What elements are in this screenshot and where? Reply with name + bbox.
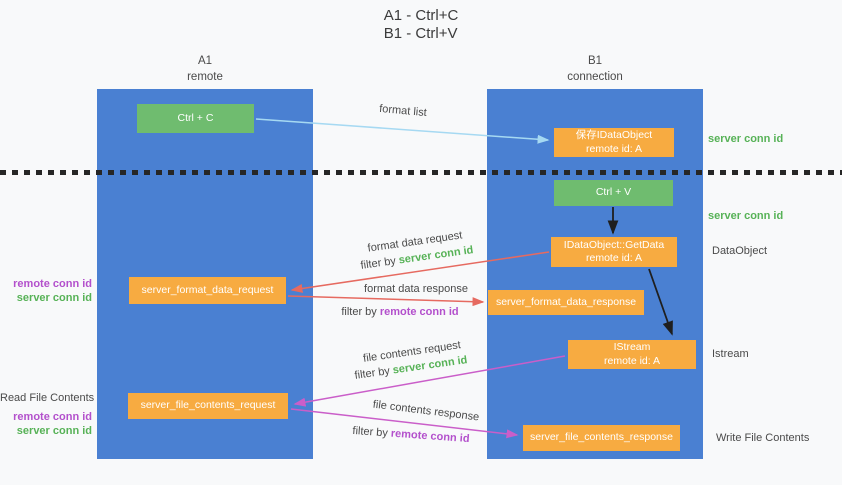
- label-write-file-contents: Write File Contents: [716, 432, 810, 444]
- node-server-format-data-request: server_format_data_request: [129, 277, 286, 304]
- lane-a1-role: remote: [187, 70, 223, 83]
- label-format-data-response: format data response: [364, 283, 468, 295]
- divider-dotted-line: [0, 170, 842, 175]
- label-dataobject: DataObject: [712, 245, 768, 257]
- diagram-title: A1 - Ctrl+C B1 - Ctrl+V: [0, 7, 842, 44]
- lane-b1-role: connection: [567, 70, 623, 83]
- label-read-file-contents: Read File Contents: [0, 392, 95, 404]
- node-ctrl-c: Ctrl + C: [137, 104, 254, 133]
- lane-header-b1: B1 connection: [487, 54, 703, 85]
- title-line-1: A1 - Ctrl+C: [383, 7, 459, 24]
- lane-a1-name: A1: [197, 55, 213, 67]
- lane-b1-name: B1: [587, 55, 603, 67]
- label-format-list: format list: [378, 102, 428, 120]
- node-idataobject-getdata: IDataObject::GetData remote id: A: [551, 237, 677, 267]
- node-ctrl-v: Ctrl + V: [554, 180, 673, 206]
- arrow-format-data-response: [287, 295, 485, 307]
- label-server-conn-id-left-2: server conn id: [16, 425, 92, 437]
- label-server-conn-id-mid: server conn id: [708, 210, 784, 222]
- label-remote-conn-id-left-1: remote conn id: [13, 278, 92, 290]
- label-remote-conn-id-left-2: remote conn id: [13, 411, 92, 423]
- label-server-conn-id-left-1: server conn id: [16, 292, 92, 304]
- lane-header-a1: A1 remote: [97, 54, 313, 85]
- title-line-2: B1 - Ctrl+V: [383, 25, 458, 43]
- node-save-idataobject: 保存IDataObject remote id: A: [554, 128, 674, 157]
- node-server-file-contents-request: server_file_contents_request: [128, 393, 288, 419]
- label-file-contents-response: file contents response: [372, 398, 480, 424]
- node-istream: IStream remote id: A: [568, 340, 696, 369]
- node-server-format-data-response: server_format_data_response: [488, 290, 644, 315]
- label-server-conn-id-top: server conn id: [708, 133, 784, 145]
- node-server-file-contents-response: server_file_contents_response: [523, 425, 680, 451]
- label-istream: Istream: [712, 348, 749, 360]
